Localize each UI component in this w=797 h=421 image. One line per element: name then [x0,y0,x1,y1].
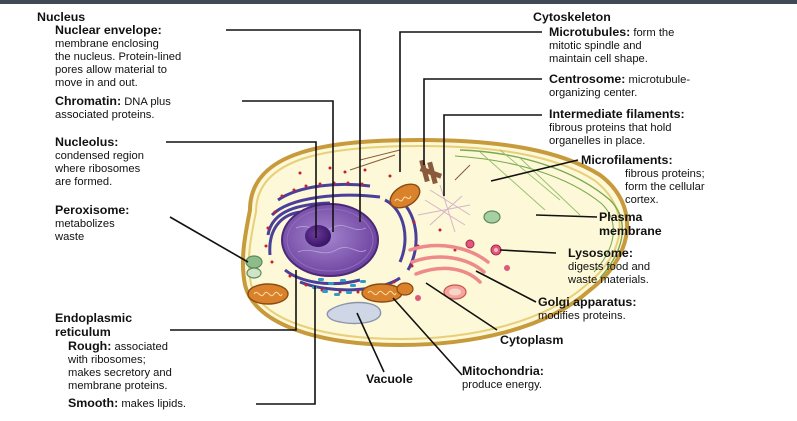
nucleolus-desc-2: where ribosomes [55,163,141,175]
er-term-1: Endoplasmic [55,311,133,325]
intermediate-filaments-desc-2: organelles in place. [549,135,646,147]
microtubules-desc-2: maintain cell shape. [549,53,648,65]
mitochondria-term: Mitochondria: [462,364,544,378]
lysosome-label: Lysosome: digests food and waste materia… [568,247,650,287]
rough-desc-3: membrane proteins. [68,380,168,392]
cytoplasm-label: Cytoplasm [500,334,563,348]
smooth-desc-inline: makes lipids. [121,398,187,410]
nucleus-header: Nucleus [37,10,86,24]
microfilaments-desc-1: fibrous proteins; [625,168,705,180]
rough-er-label: Rough: associated with ribosomes; makes … [68,340,172,393]
cytoskeleton-header: Cytoskeleton [533,10,611,24]
nucleolus-label: Nucleolus: condensed region where riboso… [55,136,144,189]
nuclear-envelope-desc-2: the nucleus. Protein-lined [55,51,182,63]
peroxisome-desc-2: waste [55,231,85,243]
vacuole-term: Vacuole [366,372,413,386]
intermediate-filaments-label: Intermediate filaments: fibrous proteins… [549,108,685,148]
vacuole [326,301,382,325]
peroxisome [245,255,263,269]
microtubules-term: Microtubules: [549,25,631,39]
smooth-er-label: Smooth: makes lipids. [68,397,186,411]
centrosome-desc-1: organizing center. [549,87,638,99]
microfilaments-desc-3: cortex. [625,194,659,206]
microfilaments-label: Microfilaments: fibrous proteins; form t… [581,154,705,207]
microfilaments-term: Microfilaments: [581,153,673,167]
nucleolus-term: Nucleolus: [55,135,119,149]
cytoplasm-term: Cytoplasm [500,333,564,347]
golgi-desc-1: modifies proteins. [538,310,626,322]
nuclear-envelope-desc-3: pores allow material to [55,64,167,76]
chromatin-desc-inline: DNA plus [124,96,171,108]
leader-lines [166,29,598,405]
centrosome-desc-inline: microtubule- [628,74,691,86]
mitochondria-label: Mitochondria: produce energy. [462,365,544,392]
plasma-membrane-term-1: Plasma [599,210,643,224]
rough-term: Rough: [68,339,112,353]
chromatin-desc-1: associated proteins. [55,109,155,121]
chromatin-strands [295,225,367,254]
nuclear-envelope-label: Nuclear envelope: membrane enclosing the… [55,24,181,90]
peroxisome-label: Peroxisome: metabolizes waste [55,204,129,244]
centrosome-term: Centrosome: [549,72,626,86]
er-label: Endoplasmic reticulum [55,312,132,340]
rough-desc-1: with ribosomes; [68,354,146,366]
golgi-label: Golgi apparatus: modifies proteins. [538,296,636,323]
nucleolus-desc-3: are formed. [55,176,113,188]
plasma-membrane-label: Plasma membrane [599,211,662,239]
chromatin-label: Chromatin: DNA plus associated proteins. [55,95,171,122]
intermediate-filaments-desc-1: fibrous proteins that hold [549,122,672,134]
lysosome-desc-1: digests food and [568,261,651,273]
lysosome-desc-2: waste materials. [568,274,649,286]
intermediate-filaments [417,184,471,233]
microtubules-desc-inline: form the [633,27,675,39]
golgi-apparatus [408,243,490,284]
peroxisome-desc-1: metabolizes [55,218,115,230]
mitochondria [247,183,421,305]
microfilaments-desc-2: form the cellular [625,181,705,193]
lysosomes [415,239,510,301]
nuclear-envelope-desc-1: membrane enclosing [55,38,159,50]
microfilaments-cortex [459,149,624,279]
centrosome [419,159,443,185]
nucleolus-desc-1: condensed region [55,150,144,162]
nucleolus [305,225,331,247]
centrosome-label: Centrosome: microtubule- organizing cent… [549,73,690,100]
plasma-membrane-term-2: membrane [599,224,662,238]
rough-desc-inline: associated [114,341,168,353]
mitochondria-desc-1: produce energy. [462,379,543,391]
lysosome-term: Lysosome: [568,246,633,260]
microtubules [349,149,471,181]
nuclear-envelope-desc-4: move in and out. [55,77,138,89]
cell-membrane-inner [247,144,621,341]
chromatin-term: Chromatin: [55,94,122,108]
smooth-term: Smooth: [68,396,119,410]
vacuole-label: Vacuole [366,373,413,387]
er-term-2: reticulum [55,325,111,339]
intermediate-filaments-term: Intermediate filaments: [549,107,685,121]
top-border [0,0,797,4]
rough-desc-2: makes secretory and [68,367,172,379]
peroxisome-term: Peroxisome: [55,203,130,217]
microtubules-label: Microtubules: form the mitotic spindle a… [549,26,674,66]
golgi-term: Golgi apparatus: [538,295,637,309]
microtubules-desc-1: mitotic spindle and [549,40,642,52]
nuclear-envelope-term: Nuclear envelope: [55,23,162,37]
